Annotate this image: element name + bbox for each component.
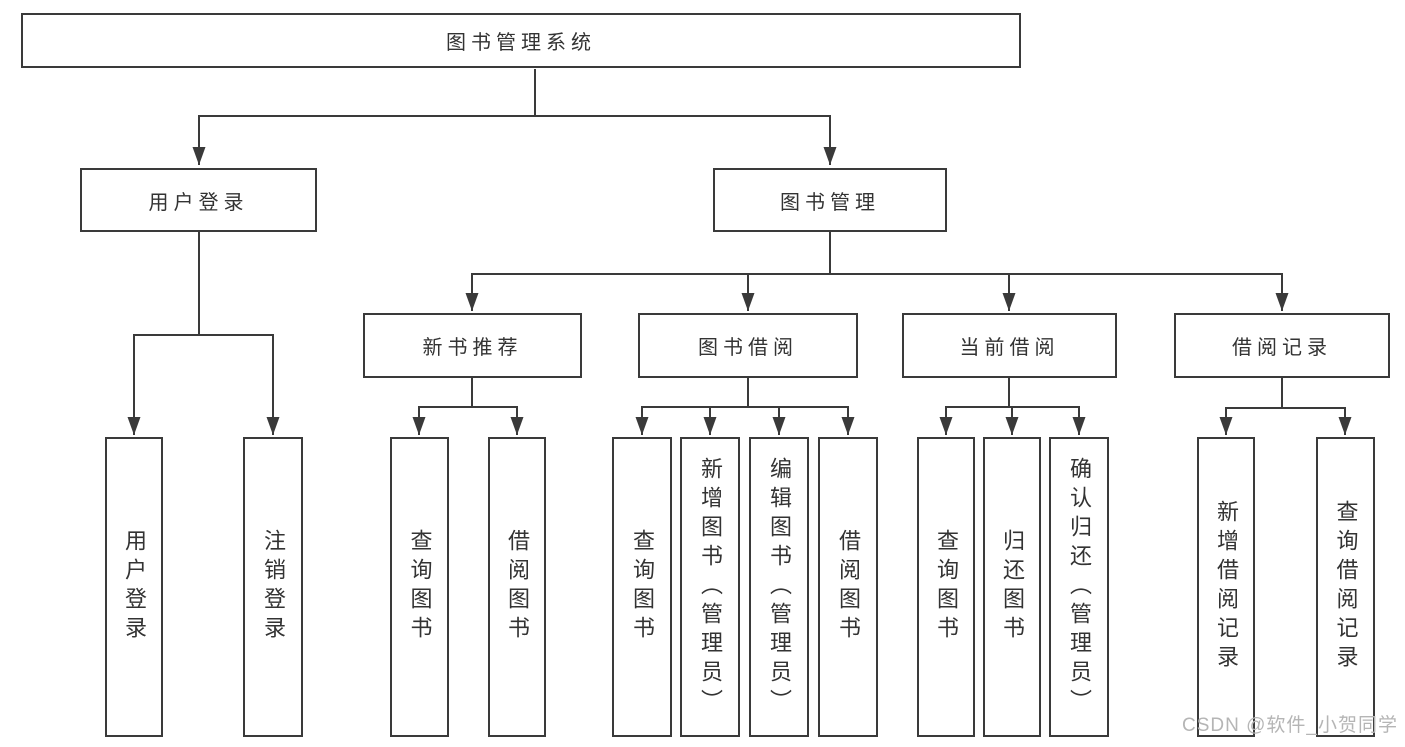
node-label: 图书管理 <box>780 191 880 214</box>
node-book-management: 图书管理 <box>713 168 947 232</box>
node-label: 注销登录 <box>261 529 286 645</box>
node-borrow-books-recommend: 借阅图书 <box>488 437 546 737</box>
node-label: 用户登录 <box>122 529 147 645</box>
node-label: 新书推荐 <box>422 337 523 359</box>
node-label: 编辑图书（管理员） <box>767 456 792 718</box>
node-borrowing-records: 借阅记录 <box>1174 313 1390 378</box>
connector-current-borrow-children <box>939 377 1086 435</box>
node-query-borrow-record: 查询借阅记录 <box>1316 437 1375 737</box>
node-return-books: 归还图书 <box>983 437 1041 737</box>
node-query-books-current: 查询图书 <box>917 437 975 737</box>
node-book-borrowing: 图书借阅 <box>638 313 858 378</box>
node-label: 查询图书 <box>934 529 959 645</box>
node-label: 查询借阅记录 <box>1333 500 1359 674</box>
node-label: 图书借阅 <box>698 337 798 359</box>
node-label: 用户登录 <box>148 191 249 214</box>
node-label: 新增借阅记录 <box>1214 500 1239 674</box>
connector-borrow-records-children <box>1219 377 1352 435</box>
node-user-login-leaf: 用户登录 <box>105 437 163 737</box>
node-label: 查询图书 <box>630 529 655 645</box>
node-label: 借阅图书 <box>836 529 861 645</box>
node-confirm-return-admin: 确认归还（管理员） <box>1049 437 1109 737</box>
node-label: 借阅图书 <box>505 529 530 645</box>
node-logout: 注销登录 <box>243 437 303 737</box>
connector-user-login-children <box>127 231 280 435</box>
node-label: 归还图书 <box>1000 529 1025 645</box>
connector-book-borrow-children <box>635 377 855 435</box>
node-label: 图书管理系统 <box>446 32 596 54</box>
node-label: 确认归还（管理员） <box>1067 456 1092 718</box>
connector-book-mgmt-to-level3 <box>465 231 1289 311</box>
node-edit-books-admin: 编辑图书（管理员） <box>749 437 809 737</box>
node-new-book-recommendation: 新书推荐 <box>363 313 582 378</box>
node-query-books-recommend: 查询图书 <box>390 437 449 737</box>
node-borrow-books-borrow: 借阅图书 <box>818 437 878 737</box>
node-add-borrow-record: 新增借阅记录 <box>1197 437 1255 737</box>
node-library-management-system: 图书管理系统 <box>21 13 1021 68</box>
node-label: 借阅记录 <box>1232 337 1332 359</box>
watermark-csdn: CSDN @软件_小贺同学 <box>1182 715 1398 736</box>
node-label: 查询图书 <box>407 529 433 645</box>
node-current-borrowing: 当前借阅 <box>902 313 1117 378</box>
node-label: 新增图书（管理员） <box>698 456 723 718</box>
node-label: 当前借阅 <box>959 337 1060 359</box>
connector-new-book-rec-children <box>412 377 524 435</box>
connector-root-to-level2 <box>192 69 837 165</box>
node-add-books-admin: 新增图书（管理员） <box>680 437 740 737</box>
node-user-login: 用户登录 <box>80 168 317 232</box>
node-query-books-borrow: 查询图书 <box>612 437 672 737</box>
